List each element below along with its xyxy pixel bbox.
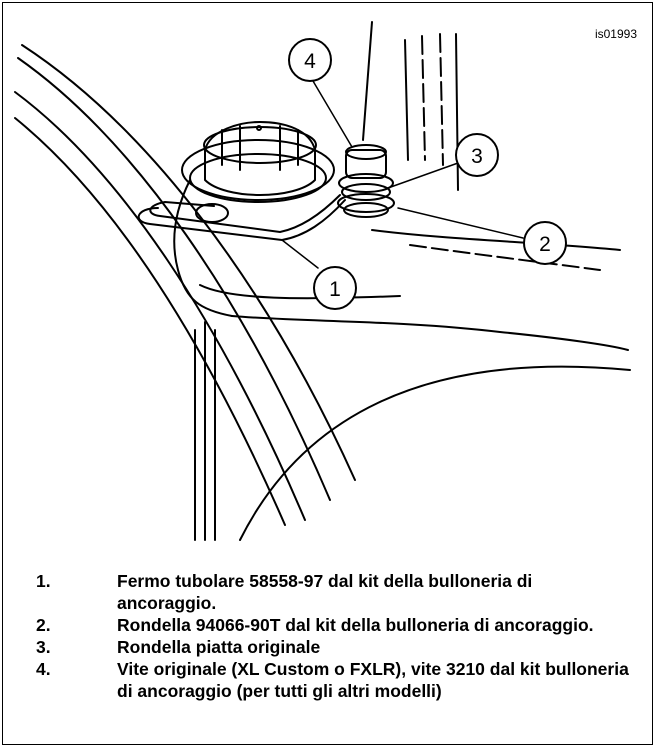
tank-body — [173, 179, 631, 541]
legend-number: 4. — [36, 659, 51, 679]
legend-item: 1. Fermo tubolare 58558-97 dal kit della… — [36, 570, 636, 614]
callout-2: 2 — [523, 221, 567, 265]
figure-id: is01993 — [594, 27, 637, 41]
callout-label: 1 — [329, 278, 341, 301]
legend-number: 2. — [36, 615, 51, 635]
bolt-assembly — [337, 144, 395, 218]
legend-text: Rondella piatta originale — [117, 637, 321, 657]
legend-number: 1. — [36, 571, 51, 591]
callout-label: 4 — [304, 50, 316, 73]
legend-text: Fermo tubolare 58558-97 dal kit della bu… — [117, 571, 533, 613]
technical-illustration: is01993 — [14, 21, 637, 541]
hardware-diagram: 4 3 2 1 — [14, 21, 631, 541]
callout-4: 4 — [288, 38, 332, 82]
leader-lines — [281, 80, 524, 269]
callout-3: 3 — [455, 133, 499, 177]
callout-label: 2 — [539, 233, 551, 256]
cable-bundle — [14, 44, 356, 526]
legend-item: 2. Rondella 94066-90T dal kit della bull… — [36, 614, 636, 636]
callout-label: 3 — [471, 145, 483, 168]
filler-cap — [181, 121, 335, 203]
legend-text: Rondella 94066-90T dal kit della bullone… — [117, 615, 594, 635]
legend-item: 3. Rondella piatta originale — [36, 636, 636, 658]
frame-tube — [362, 21, 459, 191]
callout-1: 1 — [313, 266, 357, 310]
parts-legend: 1. Fermo tubolare 58558-97 dal kit della… — [36, 570, 636, 702]
legend-item: 4. Vite originale (XL Custom o FXLR), vi… — [36, 658, 636, 702]
legend-number: 3. — [36, 637, 51, 657]
legend-text: Vite originale (XL Custom o FXLR), vite … — [117, 659, 629, 701]
